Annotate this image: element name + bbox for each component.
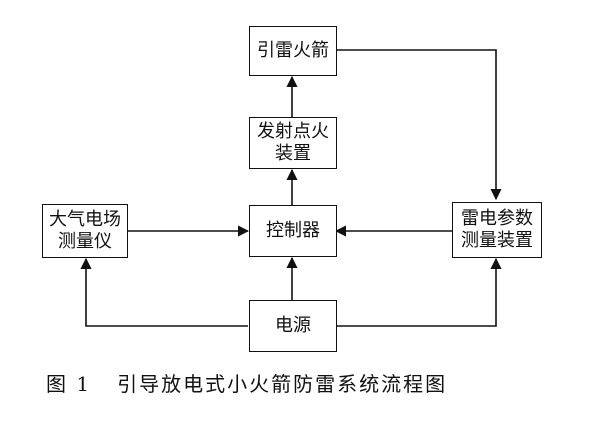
rocket-box: 引雷火箭	[249, 26, 337, 76]
figure-number: 图 1	[46, 372, 92, 396]
lightning-parameter-measurement-box: 雷电参数 测量装置	[452, 202, 542, 258]
power-supply-box: 电源	[249, 300, 337, 352]
arrow-rocket-to-lightning-params	[336, 49, 502, 201]
ignition-device-box: 发射点火 装置	[249, 117, 337, 169]
arrow-power-to-efield	[80, 257, 248, 327]
arrow-power-to-lightning-params	[336, 257, 502, 327]
atmospheric-electric-field-meter-box: 大气电场 测量仪	[42, 204, 128, 258]
figure-caption: 图 1 引导放电式小火箭防雷系统流程图	[46, 368, 566, 397]
controller-box: 控制器	[249, 205, 337, 257]
figure-title: 引导放电式小火箭防雷系统流程图	[117, 372, 448, 396]
